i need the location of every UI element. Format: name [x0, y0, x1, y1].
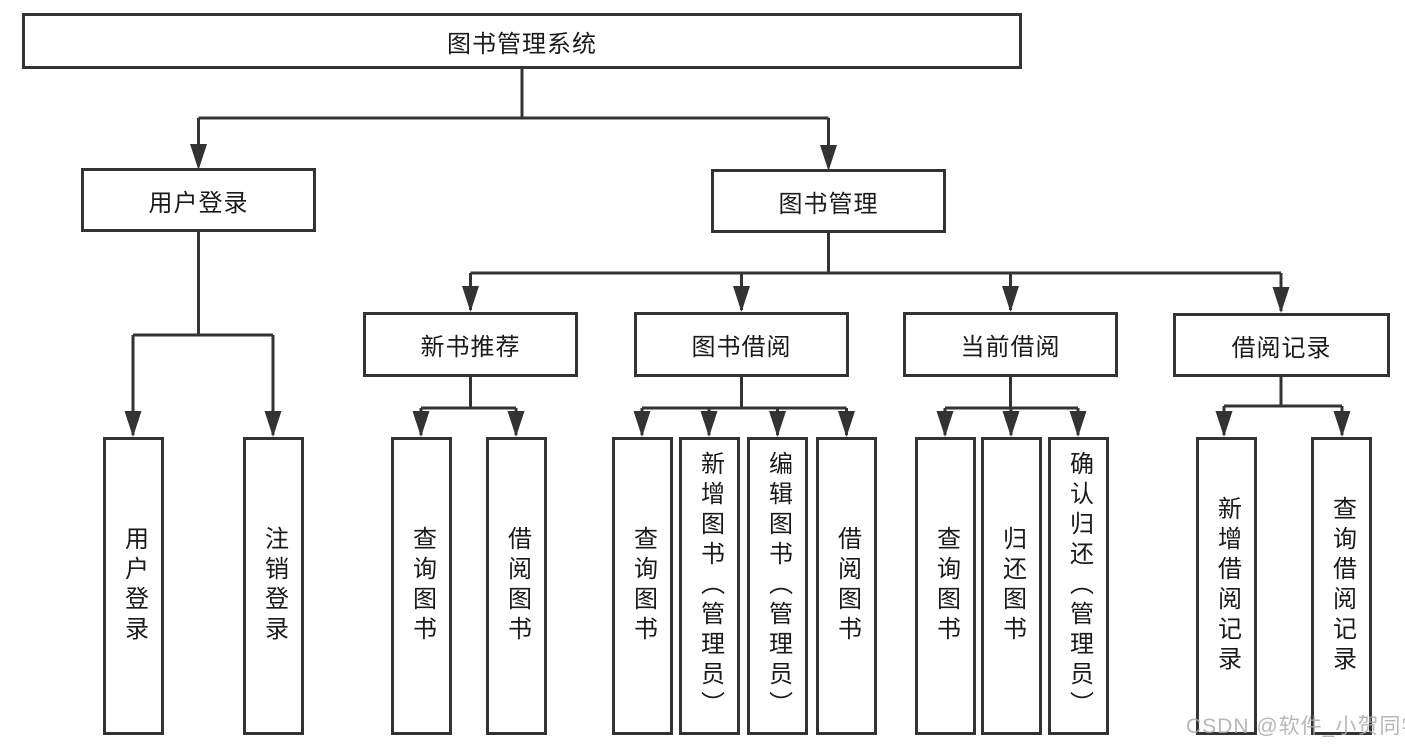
leaf-query-borrow-record: 查询借阅记录: [1311, 437, 1372, 735]
leaf-confirm-return-admin: 确认归还（管理员）: [1048, 437, 1109, 735]
leaf-borrow-books-2: 借阅图书: [816, 437, 877, 735]
leaf-add-books-admin: 新增图书（管理员）: [679, 437, 740, 735]
node-root-label: 图书管理系统: [447, 30, 597, 58]
node-user-login: 用户登录: [81, 168, 316, 232]
node-borrowing-records-label: 借阅记录: [1231, 334, 1332, 362]
leaf-user-login: 用户登录: [103, 437, 164, 735]
leaf-add-books-admin-label: 新增图书（管理员）: [696, 451, 724, 721]
leaf-user-login-label: 用户登录: [120, 526, 148, 646]
arrowhead-icons: [124, 144, 1351, 437]
leaf-query-books-1: 查询图书: [391, 437, 452, 735]
node-new-book-recommend-label: 新书推荐: [420, 334, 521, 361]
node-current-borrowing: 当前借阅: [903, 312, 1118, 377]
node-new-book-recommend: 新书推荐: [363, 312, 578, 377]
leaf-query-books-1-label: 查询图书: [408, 526, 436, 646]
leaf-query-books-2: 查询图书: [612, 437, 673, 735]
node-book-management: 图书管理: [711, 169, 946, 233]
leaf-confirm-return-admin-label: 确认归还（管理员）: [1065, 451, 1093, 721]
leaf-query-books-2-label: 查询图书: [629, 526, 657, 646]
node-book-borrowing-label: 图书借阅: [691, 334, 792, 361]
node-book-borrowing: 图书借阅: [634, 312, 849, 377]
leaf-add-borrow-record: 新增借阅记录: [1196, 437, 1257, 735]
leaf-query-borrow-record-label: 查询借阅记录: [1328, 496, 1356, 676]
node-book-management-label: 图书管理: [778, 190, 879, 218]
leaf-logout: 注销登录: [243, 437, 304, 735]
leaf-query-books-3-label: 查询图书: [932, 526, 960, 646]
leaf-edit-books-admin-label: 编辑图书（管理员）: [764, 451, 792, 721]
leaf-edit-books-admin: 编辑图书（管理员）: [747, 437, 808, 735]
node-current-borrowing-label: 当前借阅: [960, 334, 1061, 361]
leaf-borrow-books-1-label: 借阅图书: [503, 526, 531, 646]
leaf-return-books-label: 归还图书: [998, 526, 1026, 646]
leaf-borrow-books-1: 借阅图书: [486, 437, 547, 735]
leaf-logout-label: 注销登录: [260, 526, 288, 646]
leaf-add-borrow-record-label: 新增借阅记录: [1213, 496, 1241, 676]
csdn-watermark: CSDN @软件_小贺同学: [1186, 715, 1405, 738]
node-user-login-label: 用户登录: [148, 189, 249, 217]
leaf-return-books: 归还图书: [981, 437, 1042, 735]
leaf-query-books-3: 查询图书: [915, 437, 976, 735]
node-borrowing-records: 借阅记录: [1173, 313, 1390, 377]
node-root-library-system: 图书管理系统: [22, 13, 1022, 69]
leaf-borrow-books-2-label: 借阅图书: [833, 526, 861, 646]
